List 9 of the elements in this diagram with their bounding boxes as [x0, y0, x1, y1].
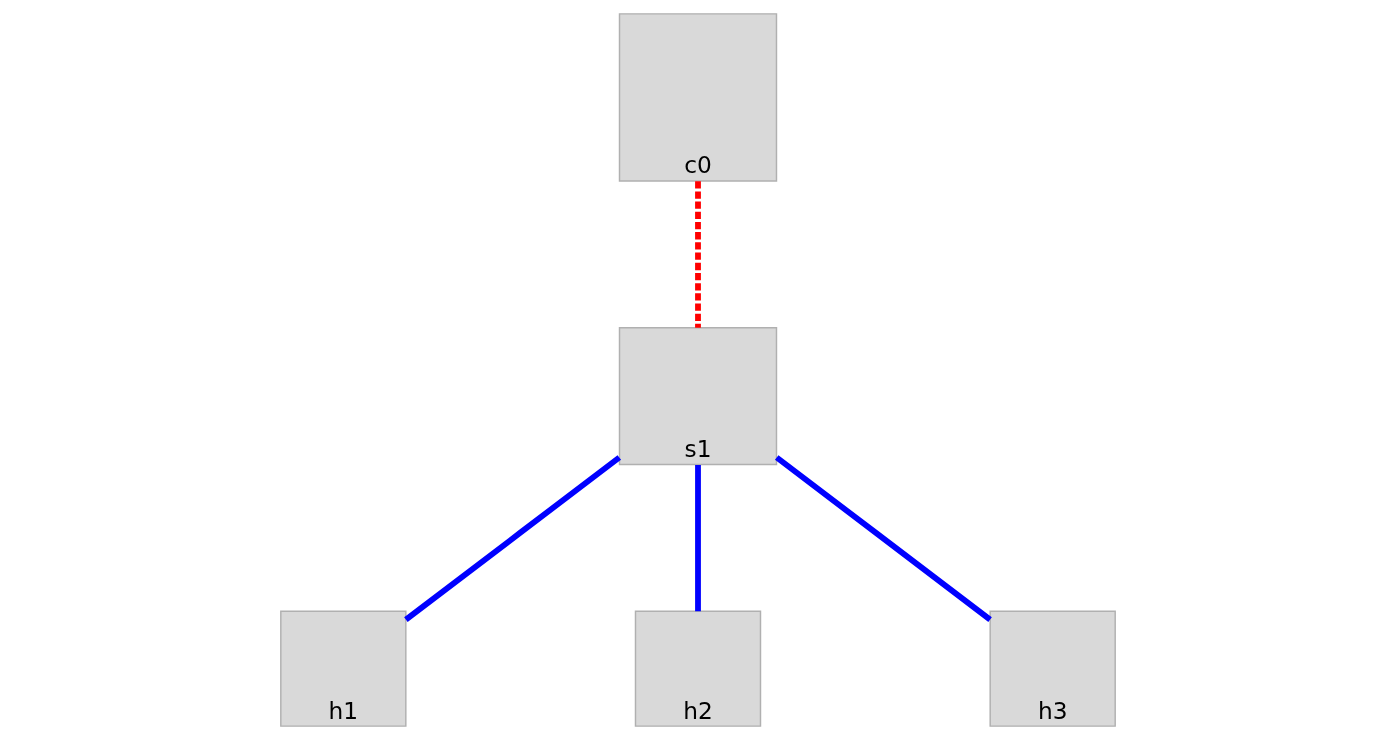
connector	[694, 181, 701, 328]
node-box: s1	[618, 327, 777, 466]
connector	[694, 464, 701, 612]
node-box: h1	[279, 610, 407, 727]
connector	[403, 455, 621, 622]
node-box: h2	[634, 610, 761, 727]
connector	[774, 455, 992, 622]
node-box: h3	[988, 610, 1116, 727]
node-box: c0	[618, 13, 777, 182]
